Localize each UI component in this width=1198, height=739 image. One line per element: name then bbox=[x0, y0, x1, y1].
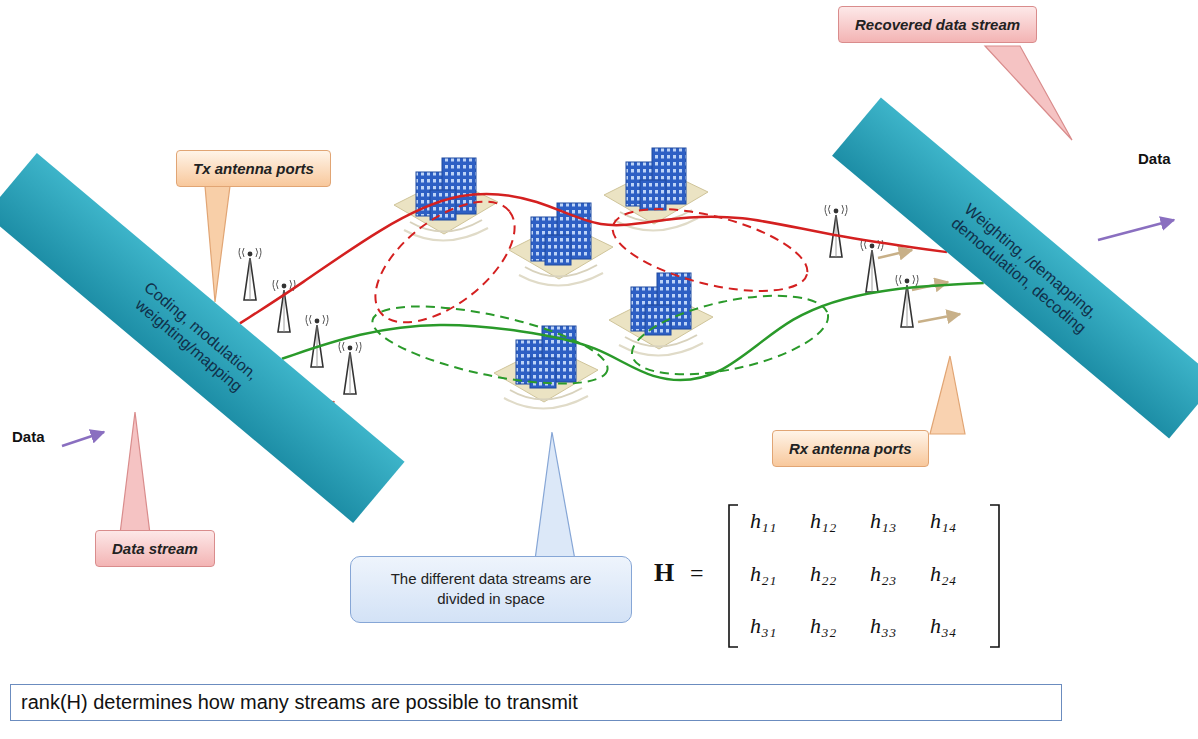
scatter-ellipse bbox=[625, 281, 835, 389]
matrix-entry: h₃₂ bbox=[810, 613, 836, 639]
callout-tails bbox=[120, 46, 1072, 560]
node-text: Weighting, /demapping, demodulation, dec… bbox=[909, 167, 1140, 370]
node-text: Rx antenna ports bbox=[789, 440, 912, 457]
matrix-brackets bbox=[729, 505, 999, 647]
building bbox=[609, 273, 713, 356]
tx-antenna bbox=[339, 340, 361, 394]
matrix-entry: h₂₂ bbox=[810, 561, 836, 587]
callout-tail bbox=[985, 46, 1072, 140]
callout-box: Tx antenna ports bbox=[176, 150, 331, 187]
data-stream-line bbox=[240, 194, 947, 323]
scatter-ellipses bbox=[355, 178, 835, 399]
matrix-entry: h₂₁ bbox=[750, 561, 776, 587]
tx-antenna bbox=[306, 313, 328, 367]
node-text: Coding, modulation, weighting/mapping bbox=[79, 237, 310, 440]
node-text: rank(H) determines how many streams are … bbox=[21, 691, 1051, 714]
matrix-bracket bbox=[990, 505, 999, 647]
processing-band: Coding, modulation, weighting/mapping bbox=[0, 153, 405, 523]
matrix-entry: h₁₄ bbox=[930, 508, 956, 534]
tx-antenna bbox=[239, 246, 261, 300]
tx-antenna bbox=[273, 278, 295, 332]
matrix-entry: h₃₁ bbox=[750, 613, 776, 639]
matrix-entry: h₁₁ bbox=[750, 508, 776, 534]
node-text: The different data streams are divided i… bbox=[365, 569, 617, 610]
matrix-entry: h₁₃ bbox=[870, 508, 896, 534]
scatter-ellipse bbox=[366, 291, 613, 400]
data-label: Data bbox=[12, 428, 45, 445]
callout-box: The different data streams are divided i… bbox=[350, 556, 632, 623]
matrix-symbol: = bbox=[690, 560, 704, 587]
callout-box: Recovered data stream bbox=[838, 6, 1037, 43]
port-arrow bbox=[878, 250, 912, 258]
callout-box: Rx antenna ports bbox=[772, 430, 929, 467]
node-text: Recovered data stream bbox=[855, 16, 1020, 33]
data-stream-line bbox=[282, 283, 984, 380]
processing-band: Weighting, /demapping, demodulation, dec… bbox=[832, 97, 1198, 438]
matrix-entry: h₃₃ bbox=[870, 613, 896, 639]
building bbox=[509, 203, 613, 286]
rx-antenna bbox=[896, 273, 918, 327]
matrix-symbol: H bbox=[654, 558, 674, 588]
matrix-bracket bbox=[729, 505, 738, 647]
buildings bbox=[394, 148, 713, 409]
matrix-entry: h₃₄ bbox=[930, 613, 956, 639]
callout-tail bbox=[120, 412, 150, 534]
callout-tail bbox=[205, 186, 230, 302]
rx-antenna bbox=[861, 238, 883, 292]
scatter-ellipse bbox=[355, 178, 536, 345]
data-arrow bbox=[62, 432, 104, 446]
scatter-ellipse bbox=[605, 193, 816, 307]
note-box: rank(H) determines how many streams are … bbox=[10, 684, 1062, 721]
matrix-entry: h₁₂ bbox=[810, 508, 836, 534]
data-arrow bbox=[1098, 220, 1174, 240]
node-text: Tx antenna ports bbox=[193, 160, 314, 177]
matrix-entry: h₂₃ bbox=[870, 561, 896, 587]
callout-tail bbox=[930, 356, 965, 434]
matrix-entry: h₂₄ bbox=[930, 561, 956, 587]
port-arrow bbox=[918, 314, 960, 322]
building bbox=[494, 326, 598, 409]
callout-tail bbox=[535, 432, 575, 560]
node-text: Data stream bbox=[112, 540, 198, 557]
rx-antenna bbox=[825, 203, 847, 257]
data-label: Data bbox=[1138, 150, 1171, 167]
callout-box: Data stream bbox=[95, 530, 215, 567]
